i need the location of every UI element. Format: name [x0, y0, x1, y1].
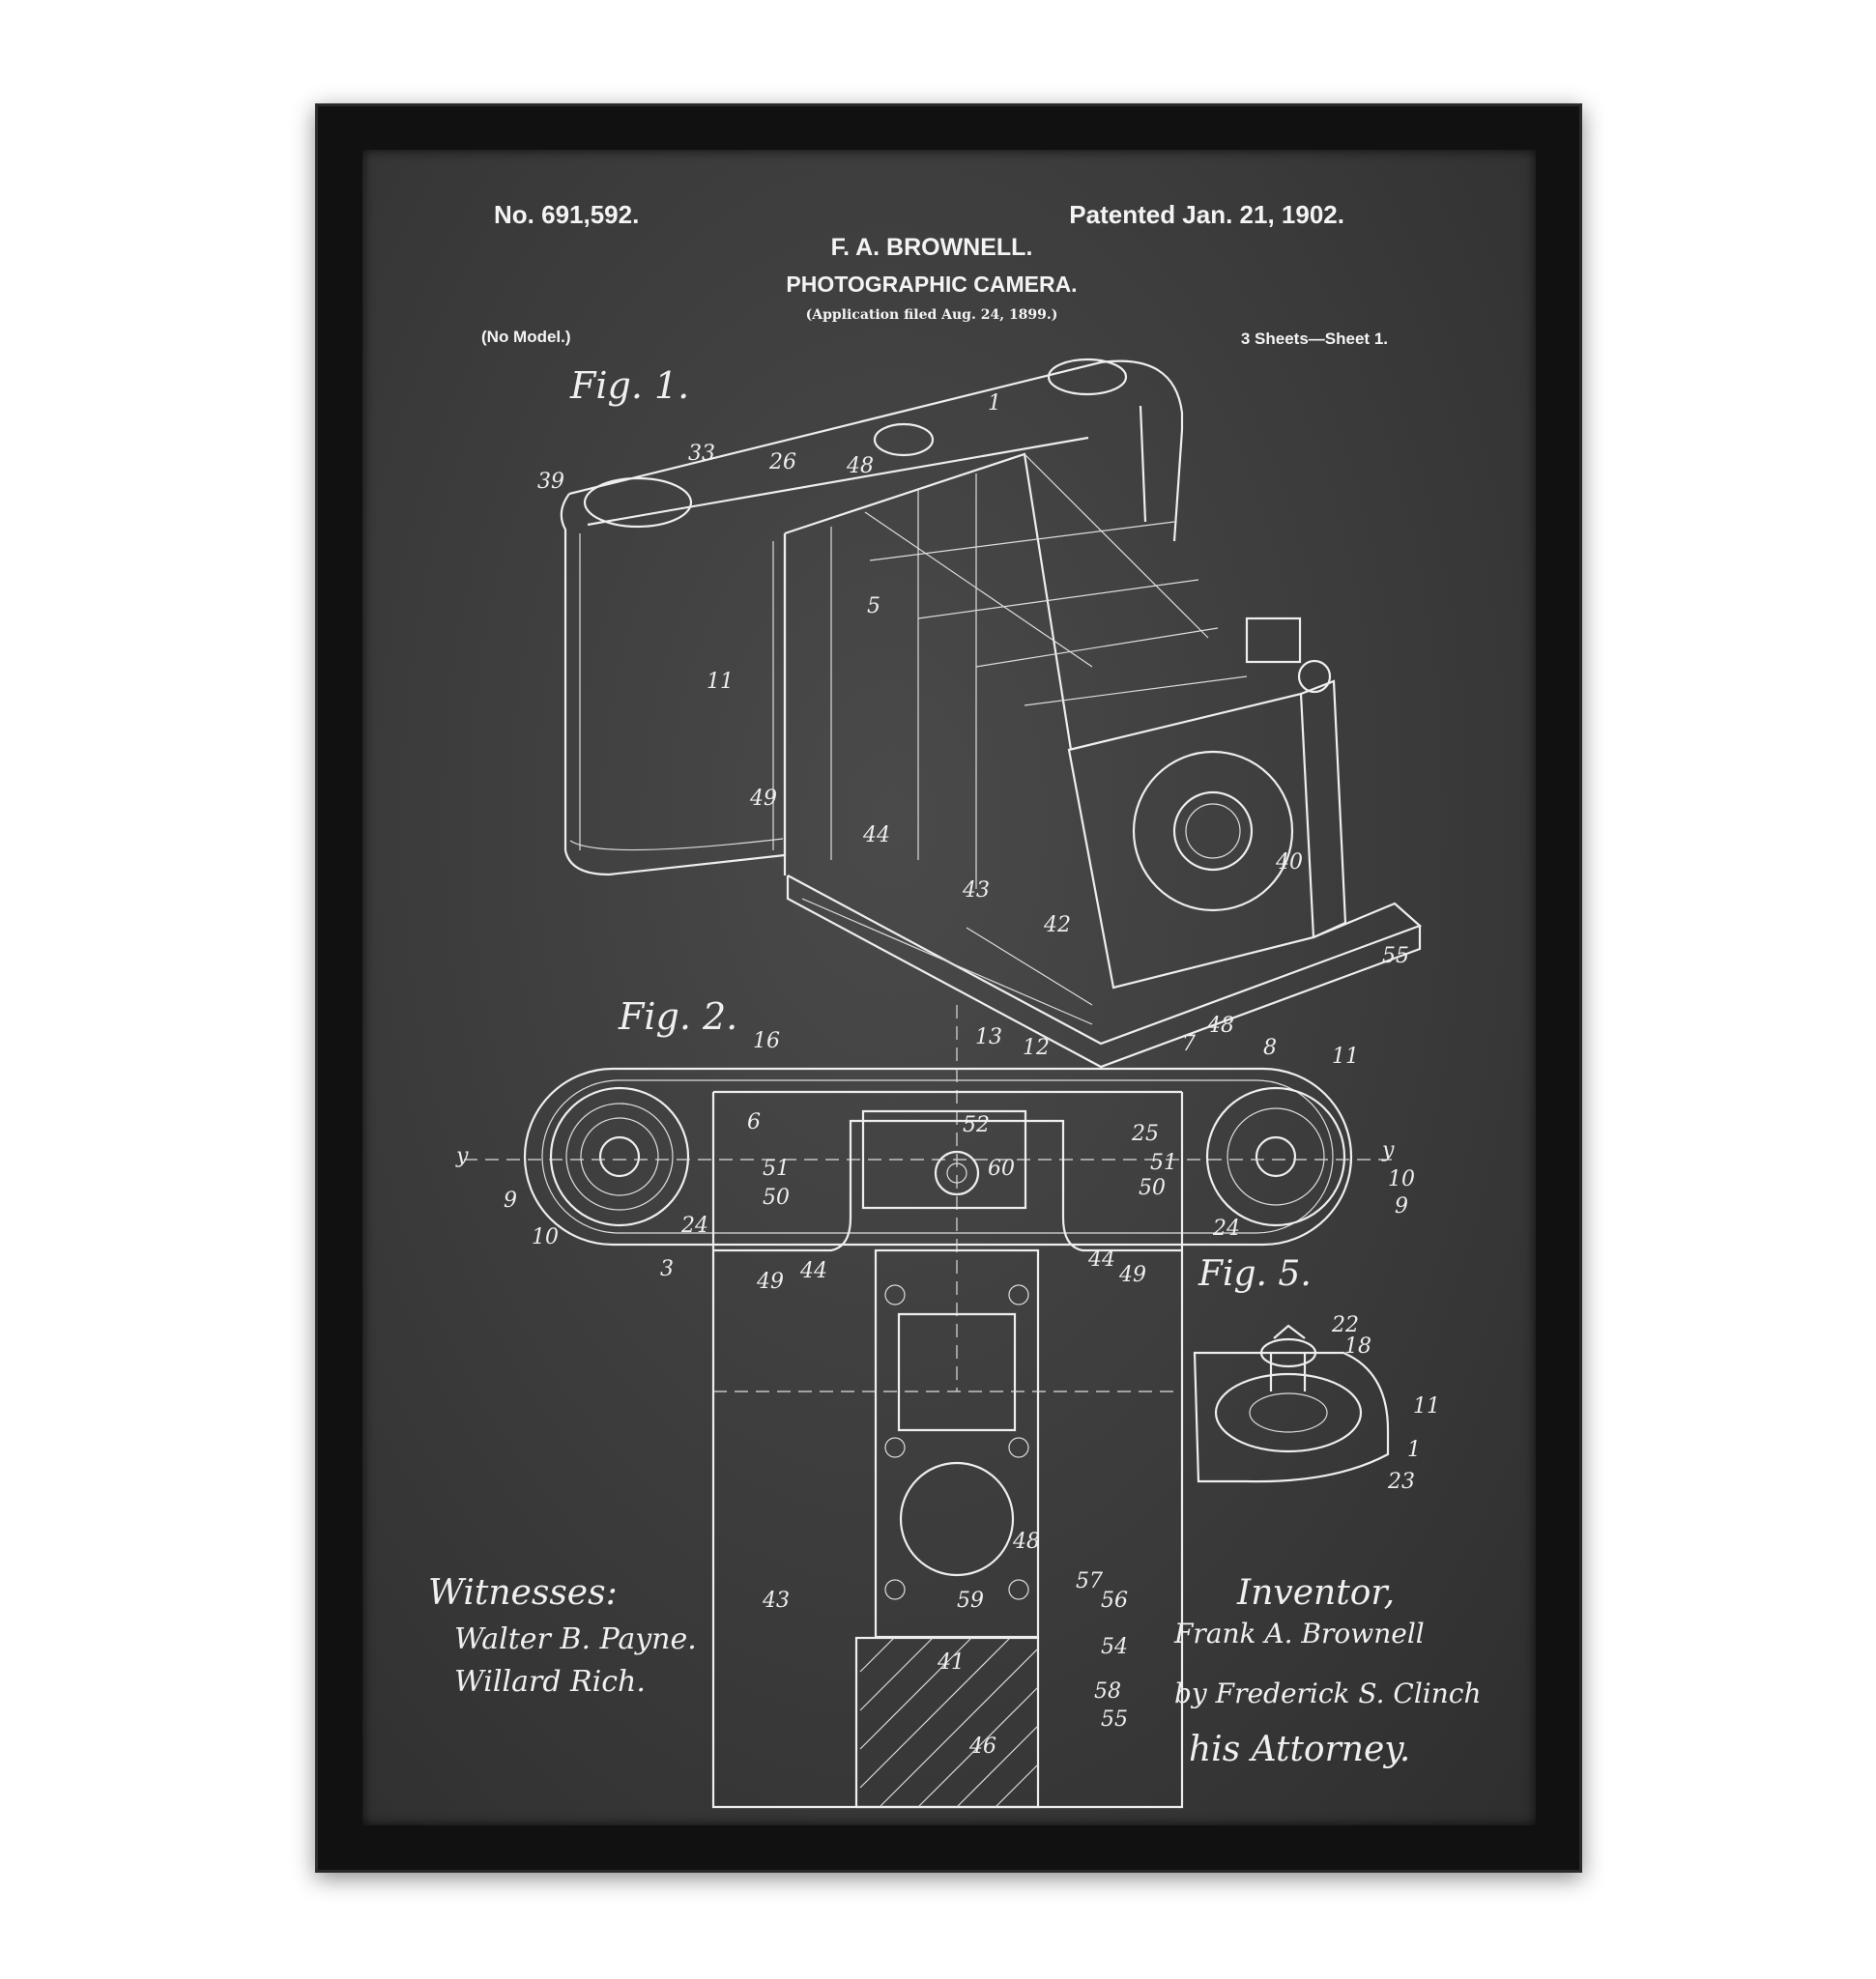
reference-numeral: 52 [963, 1113, 990, 1137]
fig5-label: Fig. 5. [1198, 1254, 1312, 1294]
inventor-heading: F. A. BROWNELL. [831, 234, 1033, 261]
reference-numeral: 6 [747, 1110, 761, 1134]
reference-numeral: 56 [1101, 1589, 1128, 1613]
sheet-count: 3 Sheets—Sheet 1. [1241, 330, 1388, 348]
reference-numeral: 40 [1275, 850, 1303, 875]
patent-poster [362, 150, 1536, 1825]
reference-numeral: 22 [1331, 1313, 1359, 1337]
reference-numeral: 9 [504, 1189, 517, 1213]
reference-numeral: 18 [1344, 1334, 1371, 1359]
reference-numeral: 24 [1212, 1217, 1240, 1241]
reference-numeral: 46 [968, 1735, 996, 1759]
patent-date: Patented Jan. 21, 1902. [1069, 200, 1344, 229]
reference-numeral: y [455, 1144, 469, 1168]
reference-numeral: 41 [937, 1650, 965, 1675]
reference-numeral: 33 [688, 442, 715, 466]
reference-numeral: 58 [1094, 1679, 1121, 1704]
reference-numeral: 55 [1101, 1707, 1128, 1732]
reference-numeral: 54 [1101, 1635, 1128, 1659]
reference-numeral: 25 [1131, 1122, 1159, 1146]
reference-numeral: 16 [753, 1029, 780, 1053]
reference-numeral: 13 [975, 1025, 1002, 1049]
inventor-signature: Frank A. Brownell [1173, 1618, 1425, 1649]
fig2-label: Fig. 2. [618, 995, 737, 1038]
patent-number: No. 691,592. [494, 200, 639, 229]
reference-numeral: 1 [1407, 1438, 1421, 1462]
reference-numeral: 11 [707, 670, 734, 694]
reference-numeral: 49 [756, 1270, 784, 1294]
reference-numeral: 10 [1388, 1167, 1415, 1191]
reference-numeral: 8 [1263, 1036, 1277, 1060]
reference-numeral: 1 [988, 391, 1001, 416]
reference-numeral: 51 [1150, 1151, 1177, 1175]
witness-signature: Walter B. Payne. [454, 1622, 697, 1656]
fig5-detail-drawing [1193, 1324, 1390, 1483]
reference-numeral: 10 [532, 1225, 559, 1249]
reference-numeral: 11 [1332, 1045, 1359, 1069]
reference-numeral: 39 [537, 470, 564, 494]
reference-numeral: 48 [1012, 1530, 1040, 1554]
reference-numeral: 42 [1043, 913, 1071, 937]
reference-numeral: 44 [862, 823, 890, 847]
reference-numeral: 12 [1023, 1036, 1050, 1060]
inventor-label: Inventor, [1236, 1573, 1395, 1613]
reference-numeral: 43 [962, 878, 990, 903]
reference-numeral: 44 [799, 1259, 827, 1283]
fig1-label: Fig. 1. [569, 364, 689, 407]
reference-numeral: 24 [680, 1214, 708, 1238]
reference-numeral: 48 [846, 454, 874, 478]
reference-numeral: 43 [762, 1589, 790, 1613]
reference-numeral: 23 [1387, 1470, 1415, 1494]
reference-numeral: 55 [1382, 944, 1409, 968]
application-date: (Application filed Aug. 24, 1899.) [806, 307, 1058, 323]
reference-numeral: 51 [763, 1157, 790, 1181]
reference-numeral: 26 [768, 450, 796, 474]
reference-numeral: 48 [1206, 1014, 1234, 1038]
witnesses-label: Witnesses: [428, 1573, 618, 1613]
reference-numeral: 50 [1139, 1176, 1166, 1200]
attorney-signature: by Frederick S. Clinch [1174, 1678, 1481, 1709]
fig1-camera-drawing [560, 358, 1423, 1069]
picture-frame [315, 103, 1582, 1873]
no-model-note: (No Model.) [481, 328, 571, 346]
reference-numeral: 50 [763, 1186, 790, 1210]
reference-numeral: y [1381, 1138, 1395, 1162]
reference-numeral: 49 [1118, 1263, 1146, 1287]
patent-title: PHOTOGRAPHIC CAMERA. [786, 272, 1077, 297]
reference-numeral: 49 [749, 787, 777, 811]
reference-numeral: 60 [988, 1157, 1015, 1181]
reference-numeral: 44 [1087, 1248, 1115, 1272]
reference-numeral: 7 [1182, 1032, 1196, 1056]
reference-numeral: 57 [1076, 1569, 1103, 1593]
attorney-label: his Attorney. [1189, 1730, 1410, 1769]
reference-numeral: 11 [1413, 1394, 1440, 1419]
reference-numeral: 3 [660, 1257, 674, 1281]
reference-numeral: 5 [867, 594, 880, 618]
reference-numeral: 9 [1395, 1194, 1408, 1219]
reference-numeral: 59 [957, 1589, 984, 1613]
witness-signature: Willard Rich. [454, 1665, 646, 1699]
fig2-section-drawing [464, 1005, 1392, 1809]
